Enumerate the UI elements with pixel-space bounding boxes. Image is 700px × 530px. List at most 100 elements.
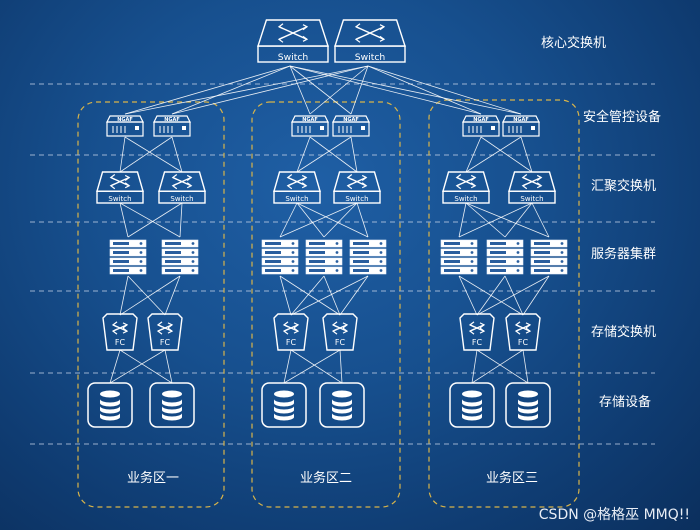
- svg-text:NGAF: NGAF: [117, 117, 133, 123]
- aggregation-to-server-link: [458, 202, 467, 238]
- core-to-security-link: [367, 65, 482, 115]
- aggregation-to-server-link: [119, 202, 181, 238]
- svg-text:FC: FC: [160, 338, 171, 347]
- business-zone-border: [251, 101, 401, 508]
- security-to-aggregation-link: [350, 136, 358, 173]
- svg-text:FC: FC: [115, 338, 126, 347]
- svg-text:FC: FC: [518, 338, 529, 347]
- server-to-fc-link: [290, 275, 325, 316]
- security-to-aggregation-link: [309, 136, 358, 173]
- server-rack-icon: [486, 239, 524, 275]
- security-to-aggregation-link: [465, 136, 522, 173]
- aggregation-to-server-link: [356, 202, 369, 238]
- zone-label-2: 业务区二: [299, 471, 352, 486]
- storage-database-icon: [319, 382, 365, 428]
- firewall-icon: NGAF: [502, 115, 540, 137]
- security-to-aggregation-link: [520, 136, 533, 173]
- aggregation-to-server-link: [279, 202, 358, 238]
- switch-icon: Switch: [334, 19, 406, 63]
- aggregation-to-server-link: [323, 202, 358, 238]
- fc-to-storage-link: [522, 349, 529, 384]
- security-to-aggregation-link: [119, 136, 173, 173]
- server-rack-icon: [261, 239, 299, 275]
- server-to-fc-link: [476, 275, 550, 316]
- security-to-aggregation-link: [480, 136, 533, 173]
- zone-label-3: 业务区三: [485, 471, 538, 486]
- core-to-security-link: [367, 65, 522, 115]
- server-rack-icon: [161, 239, 199, 275]
- server-to-fc-link: [522, 275, 550, 316]
- server-to-fc-link: [323, 275, 341, 316]
- fc-to-storage-link: [471, 349, 524, 384]
- core-to-security-link: [289, 65, 311, 115]
- aggregation-to-server-link: [458, 202, 533, 238]
- fc-to-storage-link: [471, 349, 478, 384]
- fc-switch-icon: FC: [273, 313, 309, 351]
- aggregation-to-server-link: [279, 202, 298, 238]
- aggregation-to-server-link: [127, 202, 183, 238]
- fc-to-storage-link: [283, 349, 292, 384]
- storage-database-icon: [449, 382, 495, 428]
- svg-text:Switch: Switch: [345, 195, 368, 203]
- core-to-security-link: [124, 65, 369, 115]
- fc-to-storage-link: [164, 349, 173, 384]
- zone-label-1: 业务区一: [126, 471, 179, 486]
- svg-text:Switch: Switch: [355, 52, 386, 63]
- core-to-security-link: [350, 65, 369, 115]
- aggregation-to-server-link: [531, 202, 550, 238]
- switch-icon: Switch: [333, 171, 381, 204]
- switch-icon: Switch: [257, 19, 329, 63]
- watermark: CSDN @格格巫 MMQ!!: [538, 507, 690, 523]
- fc-switch-icon: FC: [147, 313, 183, 351]
- svg-text:FC: FC: [335, 338, 346, 347]
- fc-switch-icon: FC: [322, 313, 358, 351]
- aggregation-to-server-link: [119, 202, 129, 238]
- security-to-aggregation-link: [171, 136, 183, 173]
- core-to-security-link: [309, 65, 369, 115]
- business-zone-border: [77, 101, 225, 508]
- switch-icon: Switch: [96, 171, 144, 204]
- svg-text:NGAF: NGAF: [164, 117, 180, 123]
- svg-text:NGAF: NGAF: [343, 117, 359, 123]
- aggregation-to-server-link: [296, 202, 325, 238]
- fc-switch-icon: FC: [102, 313, 138, 351]
- aggregation-to-server-link: [504, 202, 533, 238]
- layer-label-aggregation: 汇聚交换机: [591, 179, 657, 194]
- security-to-aggregation-link: [124, 136, 183, 173]
- firewall-icon: NGAF: [153, 115, 191, 137]
- storage-database-icon: [87, 382, 133, 428]
- security-to-aggregation-link: [296, 136, 311, 173]
- svg-text:NGAF: NGAF: [302, 117, 318, 123]
- layer-label-storage: 存储设备: [599, 395, 652, 410]
- server-rack-icon: [305, 239, 343, 275]
- svg-text:NGAF: NGAF: [473, 117, 489, 123]
- firewall-icon: NGAF: [462, 115, 500, 137]
- server-to-fc-link: [339, 275, 369, 316]
- core-to-security-link: [289, 65, 522, 115]
- storage-database-icon: [261, 382, 307, 428]
- switch-icon: Switch: [508, 171, 556, 204]
- fc-to-storage-link: [476, 349, 529, 384]
- layer-label-core: 核心交换机: [541, 36, 607, 51]
- layer-label-storage-switch: 存储交换机: [591, 325, 657, 340]
- server-to-fc-link: [476, 275, 506, 316]
- security-to-aggregation-link: [465, 136, 482, 173]
- switch-icon: Switch: [273, 171, 321, 204]
- server-to-fc-link: [127, 275, 166, 316]
- storage-database-icon: [149, 382, 195, 428]
- firewall-icon: NGAF: [291, 115, 329, 137]
- security-to-aggregation-link: [119, 136, 126, 173]
- server-rack-icon: [109, 239, 147, 275]
- core-to-security-link: [171, 65, 291, 115]
- svg-text:Switch: Switch: [108, 195, 131, 203]
- server-to-fc-link: [458, 275, 478, 316]
- svg-text:Switch: Switch: [454, 195, 477, 203]
- aggregation-to-server-link: [465, 202, 506, 238]
- fc-to-storage-link: [290, 349, 343, 384]
- svg-text:FC: FC: [286, 338, 297, 347]
- server-rack-icon: [440, 239, 478, 275]
- svg-text:Switch: Switch: [285, 195, 308, 203]
- server-to-fc-link: [504, 275, 524, 316]
